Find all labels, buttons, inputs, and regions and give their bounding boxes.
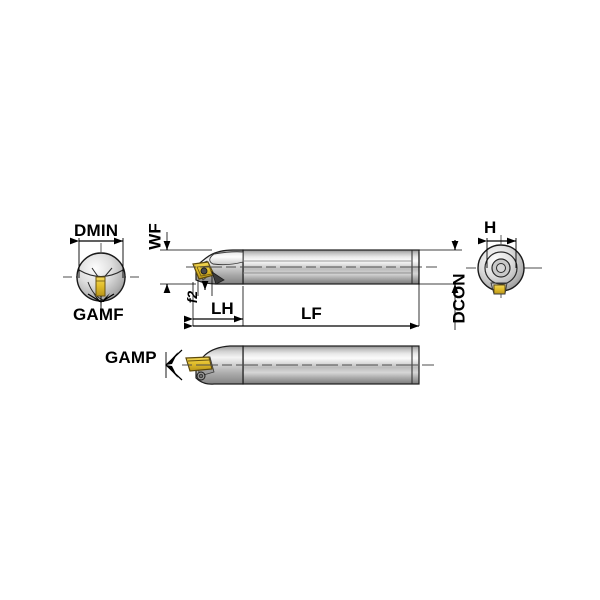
side-view-upper [186,249,437,285]
label-lf: LF [301,304,322,323]
label-gamf: GAMF [73,305,124,324]
rear-view-inner-circle [496,263,506,273]
lower-insert-screw-hole [198,373,204,379]
dimension-lh [184,282,244,326]
label-dcon: DCON [449,273,469,324]
dimension-f2 [197,276,213,296]
dimension-h [478,237,517,268]
lower-insert-edge [187,359,210,362]
upper-insert-chamfer [196,265,213,277]
dimension-gamf [87,293,115,310]
dimension-dcon [419,240,462,330]
rear-view-mid-circle [484,251,518,285]
upper-shank-bore-lines [243,260,412,274]
upper-head-top-face [209,251,244,266]
label-f2: f2 [184,290,201,304]
side-view-lower [165,345,434,385]
front-view-insert [95,276,106,297]
upper-insert-screw [200,267,208,275]
label-lh: LH [211,299,234,318]
dimension-wf [160,232,212,293]
dimension-lf [184,252,420,330]
label-wf: WF [145,223,165,250]
label-dmin: DMIN [74,221,119,240]
lower-insert [185,356,213,372]
label-h: H [484,218,497,237]
rear-end-view [466,235,542,298]
dimension-gamp [165,349,183,381]
dimension-dmin [70,237,124,278]
rear-view-insert-seat [490,282,508,295]
label-gamp: GAMP [105,348,157,367]
upper-clamp-detail [211,271,225,285]
rear-view-insert [493,284,506,295]
front-end-view [63,237,139,310]
